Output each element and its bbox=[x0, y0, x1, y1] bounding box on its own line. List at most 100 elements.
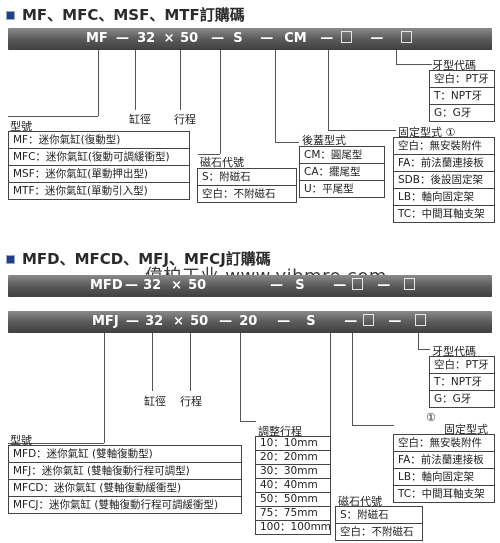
bullet-square-icon bbox=[6, 255, 15, 264]
code-adjust: 20 bbox=[239, 314, 258, 329]
table-row: CM：圓尾型 bbox=[304, 149, 363, 161]
code-dash: — bbox=[219, 314, 233, 329]
table-row: 空白：無安裝附件 bbox=[398, 437, 482, 449]
table-row: 空白：PT牙 bbox=[434, 73, 489, 85]
code-times: × bbox=[173, 314, 185, 329]
table-row: MFJ：迷你氣缸 (雙軸復動行程可調型) bbox=[9, 462, 241, 479]
code-dash: — bbox=[344, 314, 358, 329]
table-row: MSF：迷你氣缸(單動押出型) bbox=[9, 165, 189, 182]
table-row: 100：100mm bbox=[256, 520, 331, 534]
section2-thread-label: 牙型代碼 bbox=[432, 345, 476, 358]
table-row: MF：迷你氣缸(復動型) bbox=[13, 134, 121, 146]
section1-type-label: 型號 bbox=[10, 120, 32, 133]
section1-thread-label: 牙型代碼 bbox=[432, 59, 476, 72]
table-row: 20：20mm bbox=[256, 450, 330, 464]
code-dash: — bbox=[333, 278, 347, 293]
section1-heading: MF、MFC、MSF、MTF訂購碼 bbox=[6, 4, 245, 25]
code-magnet: S bbox=[233, 31, 243, 46]
section1-bore-label: 缸徑 bbox=[129, 113, 151, 126]
table-row: MFCD：迷你氣缸 (雙軸復動緩衝型) bbox=[9, 479, 241, 496]
table-row: MFD：迷你氣缸 (雙軸復動型) bbox=[13, 448, 153, 460]
section2-type-table: MFD：迷你氣缸 (雙軸復動型) MFJ：迷你氣缸 (雙軸復動行程可調型) MF… bbox=[8, 445, 242, 514]
code-mount-box bbox=[363, 314, 375, 326]
section1-title: MF、MFC、MSF、MTF訂購碼 bbox=[22, 6, 245, 24]
code-times: × bbox=[171, 278, 183, 293]
section2-code-bar-1 bbox=[8, 275, 492, 297]
table-row: 空白：無安裝附件 bbox=[398, 140, 482, 152]
code-thread-box bbox=[404, 278, 416, 290]
code-dash: — bbox=[260, 31, 274, 46]
code-stroke: 50 bbox=[190, 314, 209, 329]
table-row: FA：前法蘭連接板 bbox=[394, 451, 494, 468]
code-dash: — bbox=[125, 278, 139, 293]
table-row: 40：40mm bbox=[256, 478, 330, 492]
table-row: 空白：不附磁石 bbox=[198, 185, 296, 202]
table-row: 10：10mm bbox=[260, 437, 318, 449]
table-row: LB：軸向固定架 bbox=[394, 468, 494, 485]
table-row: LB：軸向固定架 bbox=[394, 188, 494, 205]
section2-type-label: 型號 bbox=[10, 434, 32, 447]
section2-magnet-table: S：附磁石 空白：不附磁石 bbox=[335, 506, 423, 541]
code-bore: 32 bbox=[145, 314, 164, 329]
section1-stroke-label: 行程 bbox=[174, 113, 196, 126]
section1-cover-label: 後蓋型式 bbox=[302, 134, 346, 147]
code-stroke: 50 bbox=[180, 31, 199, 46]
section2-mount-label: 固定型式 bbox=[444, 423, 488, 436]
code-mount-box bbox=[352, 278, 364, 290]
table-row: MFCJ：迷你氣缸 (雙軸復動行程可調緩衝型) bbox=[9, 496, 241, 513]
bullet-square-icon bbox=[6, 11, 15, 20]
code-mfd: MFD bbox=[90, 278, 123, 293]
code-bore: 32 bbox=[143, 278, 162, 293]
table-row: 空白：不附磁石 bbox=[336, 523, 422, 540]
code-magnet: S bbox=[295, 278, 305, 293]
section2-adjust-label: 調整行程 bbox=[258, 425, 302, 438]
section1-code-bar bbox=[8, 28, 492, 50]
section2-mount-table: 空白：無安裝附件 FA：前法蘭連接板 LB：軸向固定架 TC：中間耳軸支架 bbox=[393, 434, 495, 503]
table-row: S：附磁石 bbox=[340, 509, 389, 521]
code-dash: — bbox=[370, 31, 384, 46]
section1-thread-table: 空白：PT牙 T：NPT牙 G：G牙 bbox=[429, 70, 495, 122]
code-dash: — bbox=[277, 314, 291, 329]
table-row: T：NPT牙 bbox=[430, 87, 494, 104]
section2-magnet-label: 磁石代號 bbox=[338, 495, 382, 508]
code-dash: — bbox=[126, 314, 140, 329]
code-dash: — bbox=[320, 31, 334, 46]
code-thread-box bbox=[401, 31, 413, 43]
section2-stroke-label: 行程 bbox=[180, 395, 202, 408]
code-stroke: 50 bbox=[188, 278, 207, 293]
code-bore: 32 bbox=[137, 31, 156, 46]
table-row: TC：中間耳軸支架 bbox=[394, 485, 494, 502]
section1-code: MF — 32 × 50 — S — CM — — bbox=[86, 31, 413, 46]
code-mf: MF bbox=[86, 31, 108, 46]
section2-code-1: MFD — 32 × 50 — S — — bbox=[90, 278, 416, 293]
section1-mount-table: 空白：無安裝附件 FA：前法蘭連接板 SDB：後設固定架 LB：軸向固定架 TC… bbox=[393, 137, 495, 223]
table-row: 50：50mm bbox=[256, 492, 330, 506]
section1-cover-table: CM：圓尾型 CA：擺尾型 U：平尾型 bbox=[299, 146, 385, 198]
table-row: MFC：迷你氣缸(復動可調緩衝型) bbox=[9, 148, 189, 165]
table-row: U：平尾型 bbox=[300, 180, 384, 197]
section1-magnet-label: 磁石代號 bbox=[200, 156, 244, 169]
code-times: × bbox=[163, 31, 175, 46]
section2-heading: MFD、MFCD、MFJ、MFCJ訂購碼 bbox=[6, 248, 271, 269]
table-row: G：G牙 bbox=[430, 390, 494, 407]
table-row: CA：擺尾型 bbox=[300, 163, 384, 180]
section1-mount-label: 固定型式 ① bbox=[398, 126, 456, 139]
table-row: TC：中間耳軸支架 bbox=[394, 205, 494, 222]
table-row: 30：30mm bbox=[256, 464, 330, 478]
code-thread-box bbox=[415, 314, 427, 326]
table-row: T：NPT牙 bbox=[430, 373, 494, 390]
section2-mount-note: ① bbox=[426, 411, 436, 424]
code-dash: — bbox=[116, 31, 130, 46]
code-dash: — bbox=[388, 314, 402, 329]
section2-title: MFD、MFCD、MFJ、MFCJ訂購碼 bbox=[22, 250, 271, 268]
section2-bore-label: 缸徑 bbox=[144, 395, 166, 408]
code-magnet: S bbox=[306, 314, 316, 329]
section2-adjust-table: 10：10mm 20：20mm 30：30mm 40：40mm 50：50mm … bbox=[255, 436, 331, 535]
section2-code-bar-2 bbox=[8, 311, 492, 333]
table-row: G：G牙 bbox=[430, 104, 494, 121]
section2-thread-table: 空白：PT牙 T：NPT牙 G：G牙 bbox=[429, 356, 495, 408]
section1-magnet-table: S：附磁石 空白：不附磁石 bbox=[197, 168, 297, 203]
section2-code-2: MFJ — 32 × 50 — 20 — S — — bbox=[92, 314, 427, 329]
table-row: SDB：後設固定架 bbox=[394, 171, 494, 188]
table-row: FA：前法蘭連接板 bbox=[394, 154, 494, 171]
